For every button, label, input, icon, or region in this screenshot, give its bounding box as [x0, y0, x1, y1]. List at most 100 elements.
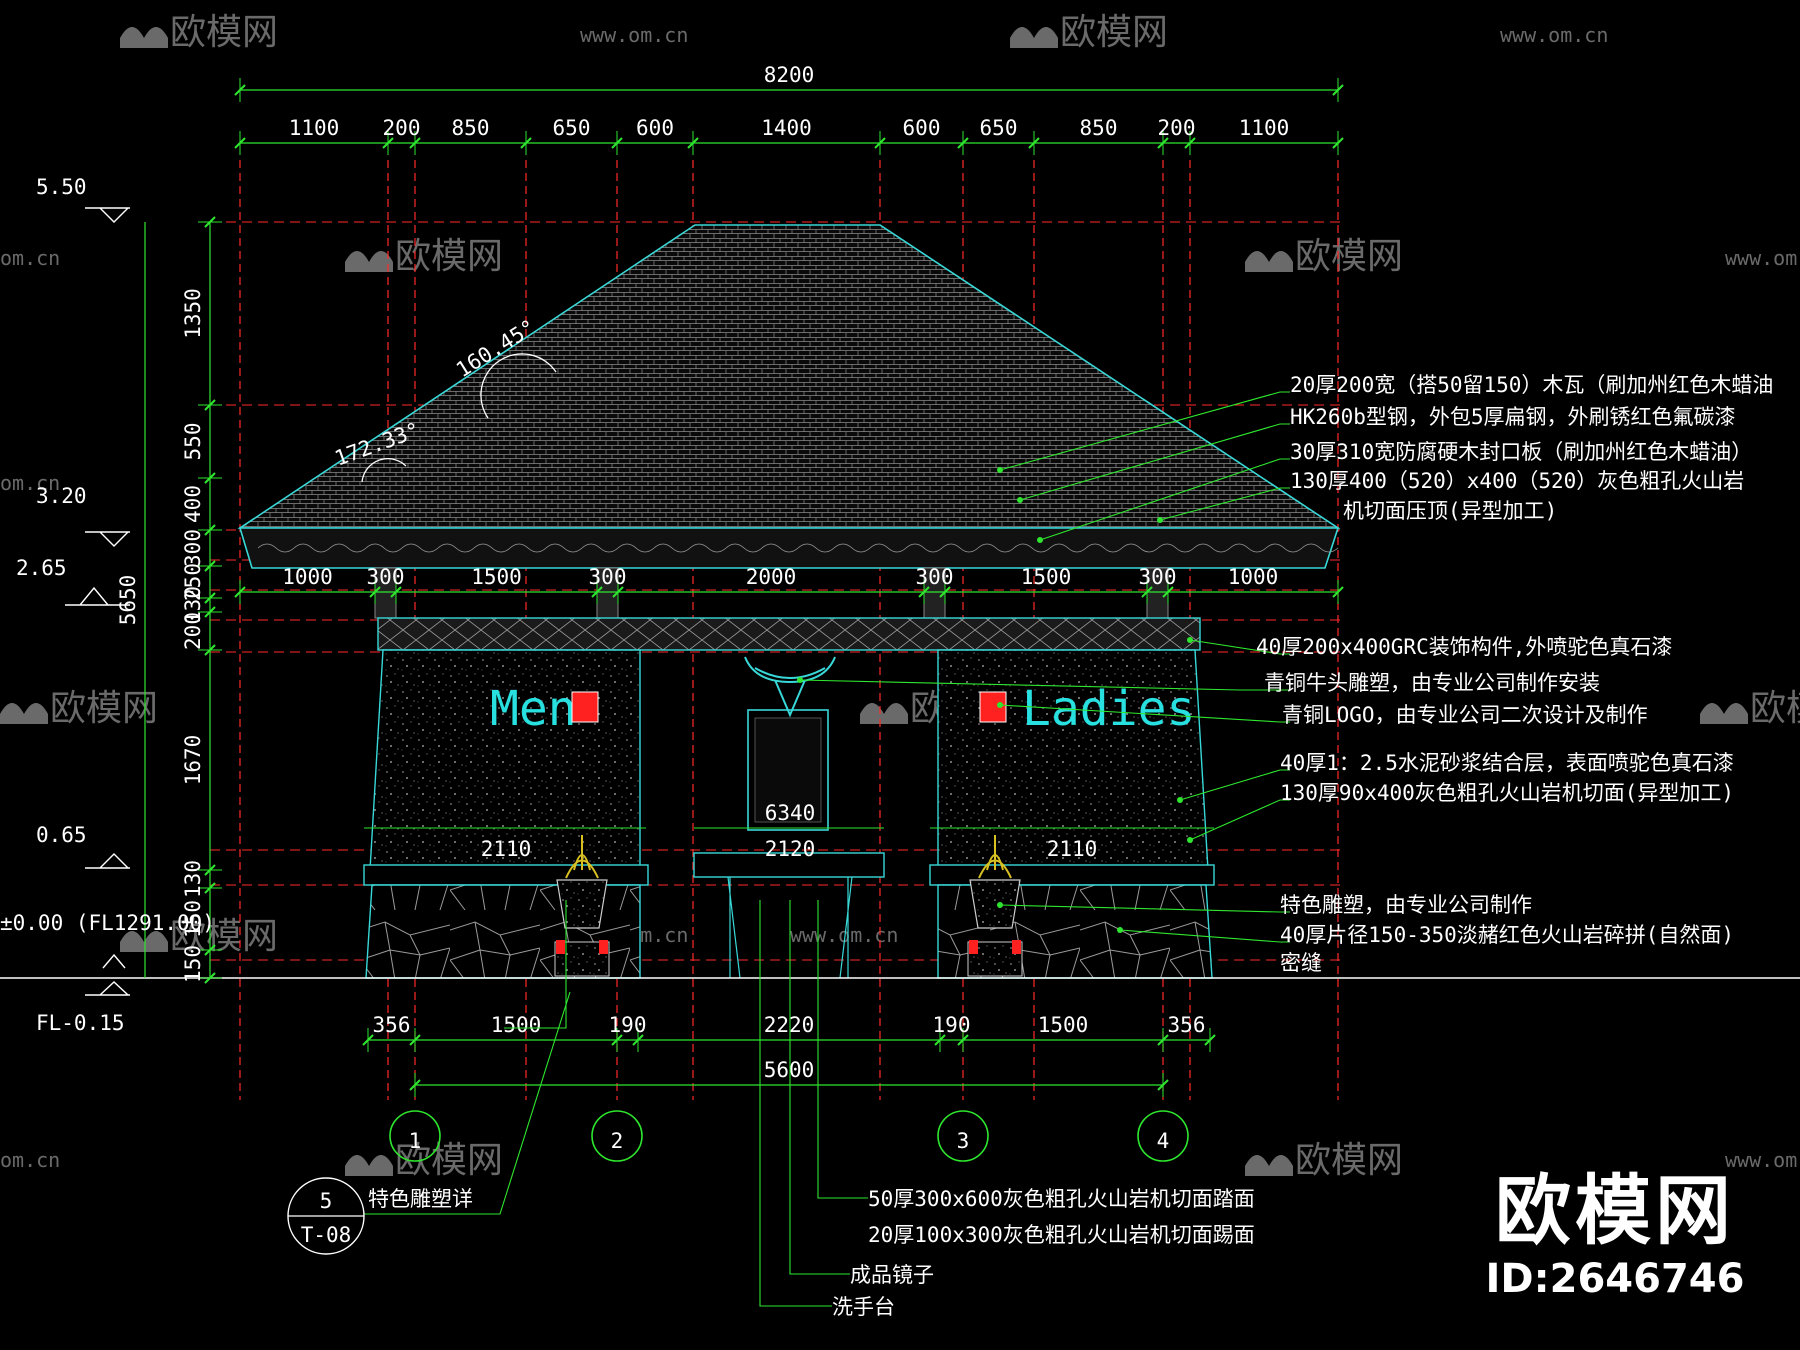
dim-v-label-8: 130 [181, 860, 205, 898]
dim-top-label-1: 200 [383, 116, 421, 140]
fascia-grain-13 [725, 543, 763, 553]
dim-eave-tick-0 [234, 586, 246, 598]
dim-top-tick-1 [382, 137, 394, 149]
mirror-frame [747, 709, 829, 831]
detail-leader [364, 991, 571, 1215]
note-coping: 130厚400（520）x400（520）灰色粗孔火山岩 [1290, 469, 1744, 493]
watermark-url-0: www.om.cn [580, 23, 688, 47]
note-mortar: 40厚1：2.5水泥砂浆结合层，表面喷驼色真石漆 [1280, 751, 1734, 775]
axis-bubbles [389, 1110, 1189, 1162]
watermark-url-short-0: om.cn [0, 246, 60, 270]
dim-v-tick-6 [204, 606, 216, 618]
watermark-url-1: www.om.cn [1500, 23, 1608, 47]
dim-top-tick-6 [874, 137, 886, 149]
dim-eave-tick-8 [1162, 586, 1174, 598]
dim-v-tick-3 [204, 524, 216, 536]
note-leader-dot-3 [1157, 517, 1163, 523]
fascia-grain-16 [833, 543, 871, 553]
note-coping-2: 机切面压顶(异型加工) [1343, 499, 1557, 523]
dim-bottom-total-tick-1 [1157, 1079, 1169, 1091]
watermark-brand-0: 欧模网 [170, 12, 278, 53]
axis-3: 3 [957, 1129, 970, 1153]
dim-v-tick-1 [204, 399, 216, 411]
bottom-leader-2 [759, 900, 832, 1307]
fascia-grain-26 [1193, 543, 1231, 553]
bottom-leader-1 [789, 900, 850, 1275]
fascia-grain-20 [977, 543, 1015, 553]
toilet-building [0, 224, 1800, 979]
men-badge [571, 691, 599, 723]
level-fl-minus: FL-0.15 [36, 1011, 125, 1035]
dim-top-tick-11 [1332, 137, 1344, 149]
fascia-grain-2 [329, 543, 367, 553]
dim-bottom-total-label-0: 5600 [764, 1058, 815, 1082]
note-leader-4 [1189, 639, 1290, 655]
sign-men: Men [490, 681, 577, 737]
note-leader-dot-9 [997, 902, 1003, 908]
note-leader-8 [1189, 799, 1290, 841]
dim-eave-tick-1 [369, 586, 381, 598]
fascia-grain-28 [1265, 543, 1303, 553]
flame-sculpture-0 [565, 835, 599, 879]
note-leader-10 [1119, 929, 1290, 943]
dim-bottom-label-6: 356 [1168, 1013, 1206, 1037]
fascia-grain-9 [581, 543, 619, 553]
note-leader-dot-7 [1177, 797, 1183, 803]
dim-bottom-tick-2 [611, 1034, 623, 1046]
brand-id: ID:2646746 [1485, 1256, 1745, 1302]
note-leader-dot-5 [797, 677, 803, 683]
dim-v-tick-8 [204, 864, 216, 876]
fascia-grain-25 [1157, 543, 1195, 553]
note-leader-0 [999, 391, 1290, 471]
note-steel: HK260b型钢，外包5厚扁钢，外刷锈红色氟碳漆 [1290, 405, 1736, 429]
urn-0 [556, 879, 608, 929]
note-leader-dot-0 [997, 467, 1003, 473]
fascia-grain-29 [1301, 543, 1339, 553]
note-leader-5 [799, 679, 1290, 691]
watermark-brand-8: 欧模网 [170, 916, 278, 957]
fascia-grain-0 [257, 543, 295, 553]
note-riser: 20厚100x300灰色粗孔火山岩机切面踢面 [868, 1223, 1255, 1247]
note-leader-6 [999, 704, 1290, 723]
dim-eave-label-2: 1500 [471, 565, 522, 589]
dim-top-tick-2 [409, 137, 421, 149]
dim-v-label-2: 400 [181, 485, 205, 523]
note-leader-dot-6 [997, 702, 1003, 708]
note-leader-2 [1039, 458, 1290, 541]
flame-sculpture-1 [978, 835, 1012, 879]
dim-total-tick-0 [234, 84, 246, 96]
dim-v-tick-7 [204, 644, 216, 656]
note-leader-7 [1179, 769, 1290, 801]
dim-v-label-9: 150 [181, 900, 205, 938]
axis-2: 2 [611, 1129, 624, 1153]
note-roof-shingle: 20厚200宽（搭50留150）木瓦（刷加州红色木蜡油 [1290, 373, 1773, 397]
fascia-grain-10 [617, 543, 655, 553]
dim-v-tick-9 [204, 882, 216, 894]
dim-top-label-5: 1400 [761, 116, 812, 140]
bottom-leader-0 [817, 900, 868, 1199]
watermark-brand-7: 欧模网 [1750, 688, 1800, 729]
level-2-65: 2.65 [16, 556, 67, 580]
dim-eave-label-4: 2000 [746, 565, 797, 589]
watermark-sofa-icon-3 [1245, 251, 1293, 272]
dim-top-tick-3 [520, 137, 532, 149]
note-leader-9 [999, 904, 1290, 913]
dim-v-tick-2 [204, 472, 216, 484]
watermark-brand-3: 欧模网 [1295, 236, 1403, 277]
dim-v-label-3: 300 [181, 529, 205, 567]
watermark-sofa-icon-0 [120, 27, 168, 48]
dim-eave-label-1: 300 [367, 565, 405, 589]
note-washbasin: 洗手台 [832, 1295, 895, 1319]
dim-eave-tick-9 [1332, 586, 1344, 598]
watermark-brand-1: 欧模网 [1060, 12, 1168, 53]
note-mirror: 成品镜子 [850, 1263, 934, 1287]
note-leader-dot-8 [1187, 837, 1193, 843]
note-crazy-paving: 40厚片径150-350淡赭红色火山岩碎拼(自然面) [1280, 923, 1734, 947]
watermark-url-edge-1: www.om.cn [1725, 1148, 1800, 1172]
dim-v-label-1: 550 [181, 423, 205, 461]
detail-num: 5 [320, 1189, 333, 1213]
dim-eave-label-3: 300 [589, 565, 627, 589]
grc-band [377, 617, 1201, 651]
watermark-sofa-icon-11 [1245, 1155, 1293, 1176]
